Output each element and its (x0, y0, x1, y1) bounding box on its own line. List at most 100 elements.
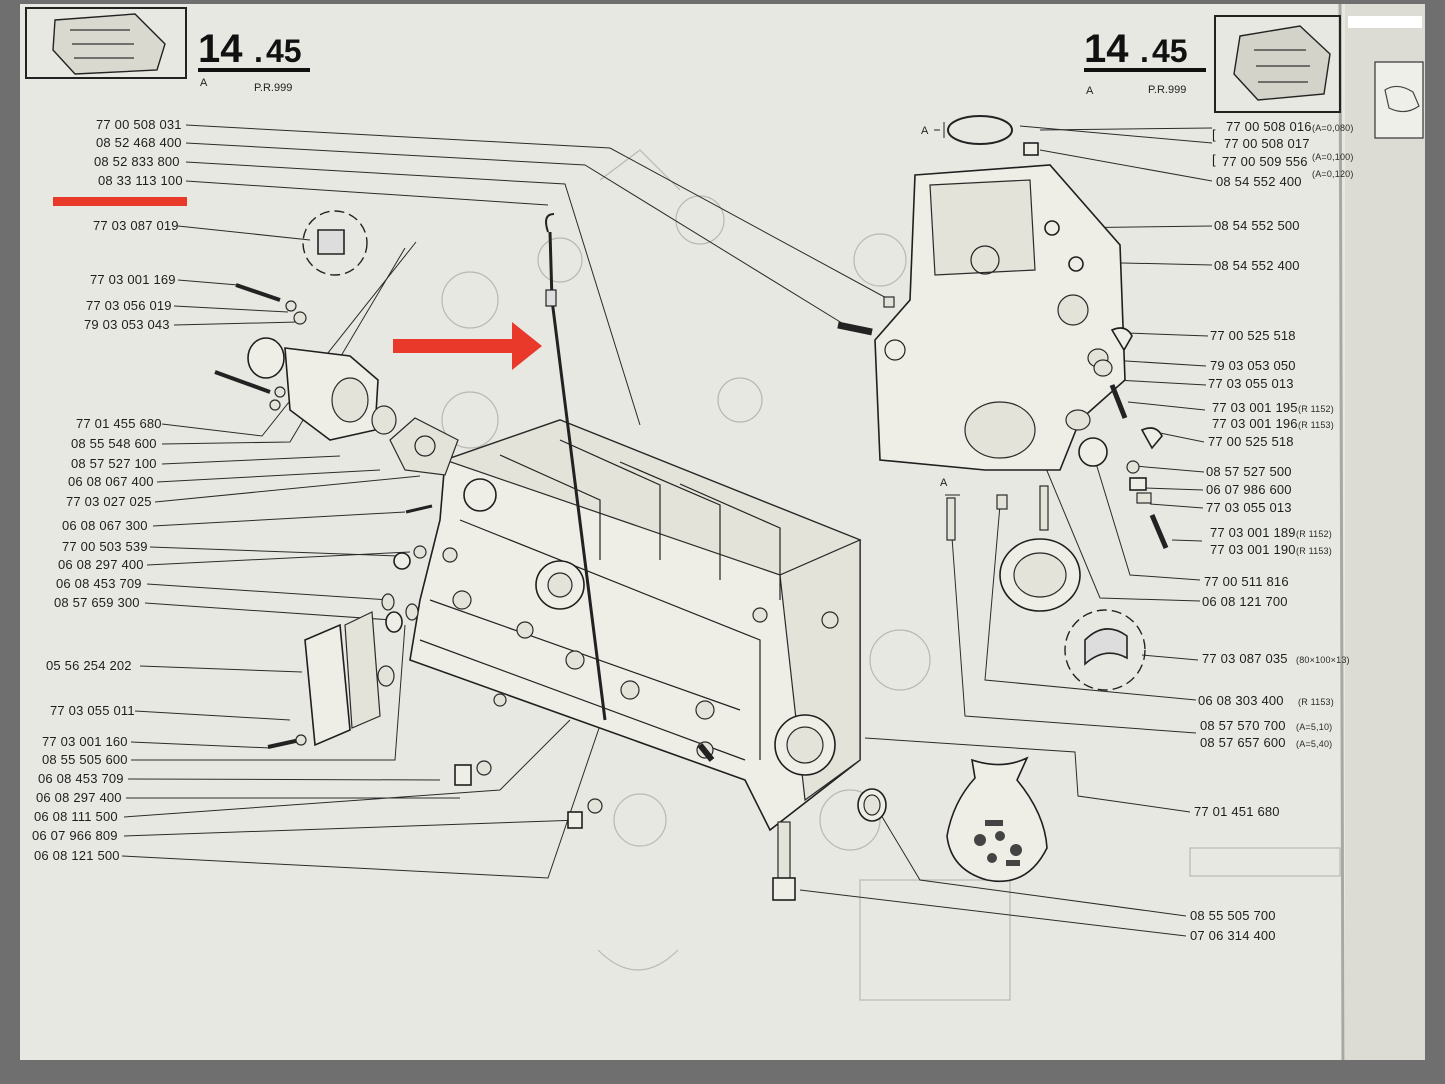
part-number-label: 08 33 113 100 (98, 173, 183, 188)
header-left: 14 . 45 A P.R.999 (25, 7, 310, 94)
part-number-label: 77 03 001 169 (90, 272, 176, 287)
part-note-label: (R 1153) (1298, 697, 1334, 707)
part-number-label: 06 08 121 500 (34, 848, 120, 863)
part-number-label: 08 54 552 400 (1216, 174, 1302, 189)
reference-right: P.R.999 (1148, 84, 1186, 96)
part-number-label: 08 54 552 400 (1214, 258, 1300, 273)
part-number-label: 77 03 027 025 (66, 494, 152, 509)
part-number-label: 77 03 001 195 (1212, 400, 1298, 415)
part-number-label: 06 08 111 500 (34, 809, 118, 824)
cylinder-liner-seal (947, 115, 1013, 145)
right-part-labels: [ [ 77 00 508 016 (A=0,080) 77 00 508 01… (1190, 119, 1354, 943)
part-number-label: 08 55 548 600 (71, 436, 157, 451)
part-number-label: 77 01 451 680 (1194, 804, 1280, 819)
indicator-left: A (200, 77, 208, 89)
part-number-label: 06 07 986 600 (1206, 482, 1292, 497)
leader-lines-left (121, 124, 891, 879)
part-number-label: 77 03 087 019 (93, 218, 179, 233)
part-number-label: 06 08 297 400 (36, 790, 122, 805)
part-number-label: 79 03 053 050 (1210, 358, 1296, 373)
parts-bag-drawing (946, 756, 1048, 882)
next-page-thumbnail (1374, 61, 1424, 139)
part-number-label: 06 08 453 709 (56, 576, 142, 591)
red-pointer-arrow (393, 322, 542, 370)
cover-and-plugs-drawing (267, 545, 715, 829)
section-number-right: 14 (1084, 27, 1129, 71)
part-number-label: 05 56 254 202 (46, 658, 132, 673)
engine-thumbnail-left (25, 7, 187, 79)
svg-text:[: [ (1212, 152, 1216, 167)
part-note-label: (A=5,10) (1296, 722, 1332, 732)
bottom-parts-drawing (772, 788, 887, 901)
part-note-label: (A=0,080) (1312, 123, 1354, 133)
part-number-label: 77 03 001 189 (1210, 525, 1296, 540)
part-number-label: 08 57 659 300 (54, 595, 140, 610)
part-number-label: 06 08 121 700 (1202, 594, 1288, 609)
part-number-label: 77 01 455 680 (76, 416, 162, 431)
engine-block-drawing (409, 419, 862, 832)
part-number-label: 77 03 001 190 (1210, 542, 1296, 557)
part-number-label: 77 00 508 031 (96, 117, 182, 132)
part-note-label: (R 1152) (1296, 529, 1332, 539)
part-number-label: 08 52 833 800 (94, 154, 180, 169)
part-number-label: 06 07 966 809 (32, 828, 118, 843)
part-number-label: 77 00 525 518 (1208, 434, 1294, 449)
svg-text:.: . (254, 33, 263, 69)
part-number-label: 77 03 055 013 (1206, 500, 1292, 515)
part-number-label: 06 08 297 400 (58, 557, 144, 572)
red-highlight-underline (53, 197, 187, 206)
part-note-label: (R 1153) (1298, 420, 1334, 430)
part-number-label: 77 03 001 196 (1212, 416, 1298, 431)
part-number-label: 77 03 001 160 (42, 734, 128, 749)
part-number-label: 06 08 303 400 (1198, 693, 1284, 708)
part-number-label: 77 00 503 539 (62, 539, 148, 554)
reference-left: P.R.999 (254, 82, 292, 94)
part-note-label: (A=5,40) (1296, 739, 1332, 749)
part-number-label: 77 00 509 556 (1222, 154, 1308, 169)
page-fold (1338, 3, 1345, 1061)
next-page-edge (1345, 4, 1425, 1060)
part-number-label: 77 03 056 019 (86, 298, 172, 313)
part-number-label: 08 57 527 500 (1206, 464, 1292, 479)
section-sub-left: 45 (266, 33, 302, 69)
section-sub-right: 45 (1152, 33, 1188, 69)
part-number-label: 06 08 453 709 (38, 771, 124, 786)
part-number-label: 77 00 508 016 (1226, 119, 1312, 134)
part-number-label: 77 03 055 013 (1208, 376, 1294, 391)
pump-assembly-drawing (214, 210, 459, 514)
section-number-left: 14 (198, 27, 243, 71)
part-number-label: 77 00 511 816 (1204, 574, 1289, 589)
part-number-label: 77 00 508 017 (1224, 136, 1310, 151)
part-number-label: 06 08 067 300 (62, 518, 148, 533)
part-note-label: (80×100×13) (1296, 655, 1350, 665)
seal-detail-circle-right (1064, 609, 1146, 691)
left-part-labels: 77 00 508 031 08 52 468 400 08 52 833 80… (32, 117, 183, 863)
part-note-label: (A=0,100) (1312, 152, 1354, 162)
seal-detail-circle-left (302, 210, 368, 276)
engine-thumbnail-right (1214, 15, 1341, 113)
part-number-label: 08 54 552 500 (1214, 218, 1300, 233)
part-number-label: 08 57 527 100 (71, 456, 157, 471)
dimension-marker-top: A (921, 125, 929, 137)
part-number-label: 77 00 525 518 (1210, 328, 1296, 343)
svg-text:[: [ (1212, 127, 1216, 142)
part-number-label: 79 03 053 043 (84, 317, 170, 332)
part-number-label: 07 06 314 400 (1190, 928, 1276, 943)
part-number-label: 08 57 657 600 (1200, 735, 1286, 750)
part-note-label: (R 1152) (1298, 404, 1334, 414)
part-number-label: 08 55 505 700 (1190, 908, 1276, 923)
dipstick-drawing (545, 213, 607, 721)
part-note-label: (A=0,120) (1312, 169, 1354, 179)
part-note-label: (R 1153) (1296, 546, 1332, 556)
bottom-frame (0, 1060, 1445, 1084)
svg-text:.: . (1140, 33, 1149, 69)
engine-block-side-drawing: A A (837, 115, 1169, 691)
part-number-label: 06 08 067 400 (68, 474, 154, 489)
part-number-label: 08 55 505 600 (42, 752, 128, 767)
part-number-label: 08 57 570 700 (1200, 718, 1286, 733)
indicator-right: A (1086, 85, 1094, 97)
part-number-label: 77 03 055 011 (50, 703, 135, 718)
dimension-marker-bottom: A (940, 477, 948, 489)
next-page-tab (1348, 16, 1422, 28)
